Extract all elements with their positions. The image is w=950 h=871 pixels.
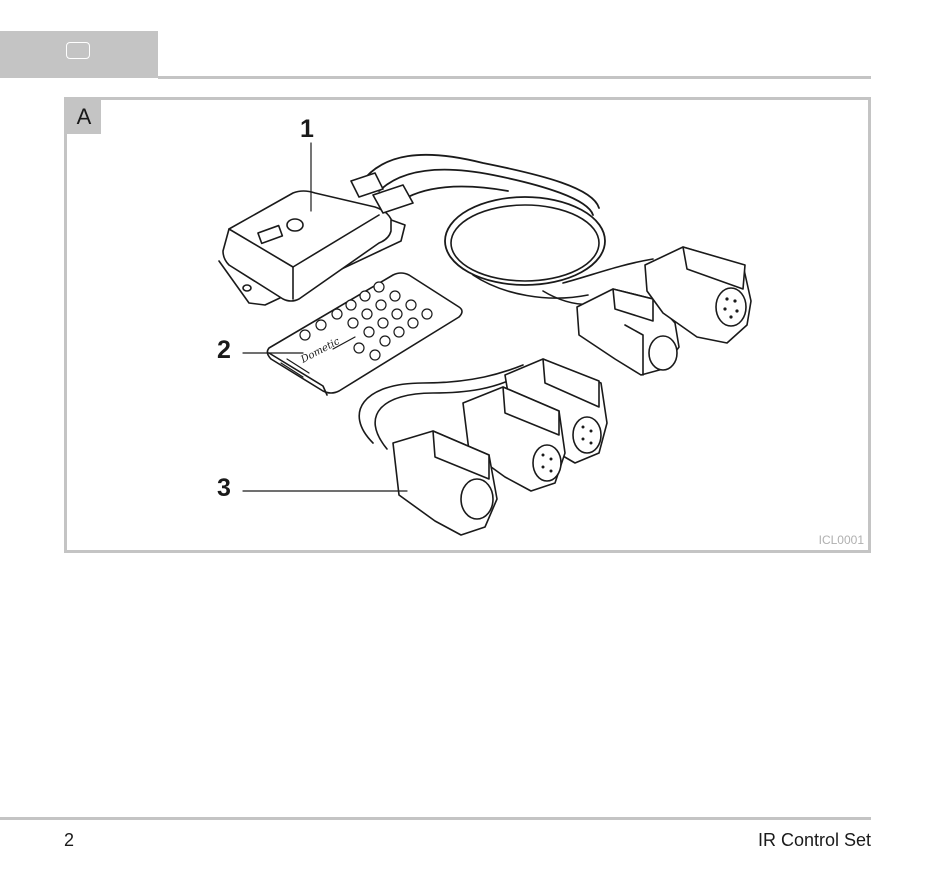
cable-loop: [445, 197, 605, 285]
cable-loop: [451, 205, 599, 281]
figure-frame: A: [64, 97, 871, 553]
figure-illustration: Dometic: [67, 100, 868, 550]
document-title: IR Control Set: [758, 830, 871, 851]
callout-2: 2: [217, 338, 231, 363]
footer-rule: [0, 817, 871, 820]
callout-3: 3: [217, 476, 231, 501]
header-rule: [158, 76, 871, 79]
rounded-rectangle-icon: [66, 42, 90, 59]
page-number: 2: [64, 830, 74, 851]
callout-1: 1: [300, 117, 314, 142]
cable: [473, 275, 588, 298]
figure-code: ICL0001: [819, 533, 864, 547]
cable: [379, 170, 593, 215]
